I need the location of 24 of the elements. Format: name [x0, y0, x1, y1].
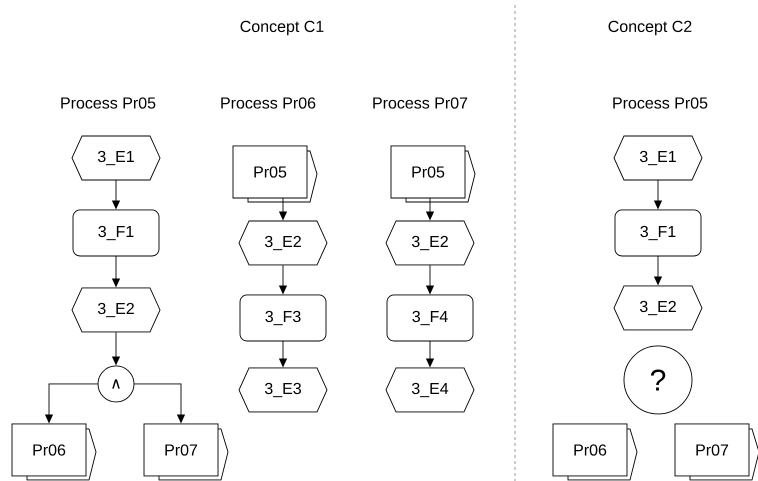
- process-interface: Pr05: [232, 146, 318, 202]
- process-heading: Process Pr07: [373, 97, 468, 109]
- function-box: 3_F1: [614, 210, 702, 256]
- process-heading: Process Pr06: [221, 97, 316, 109]
- process-interface: Pr05: [390, 146, 476, 202]
- function-box: 3_F1: [72, 210, 160, 256]
- event-hexagon: 3_E2: [614, 286, 702, 330]
- process-heading: Process Pr05: [613, 97, 708, 109]
- event-hexagon: 3_E2: [72, 288, 160, 332]
- function-box: 3_F3: [240, 294, 326, 342]
- process-interface: Pr06: [12, 424, 96, 480]
- process-interface: Pr06: [552, 424, 638, 480]
- event-hexagon: 3_E2: [386, 220, 474, 266]
- event-hexagon: 3_E1: [72, 136, 160, 180]
- event-hexagon: 3_E1: [614, 136, 702, 180]
- concept-heading: Concept C1: [240, 20, 324, 36]
- process-heading: Process Pr05: [61, 97, 156, 109]
- event-hexagon: 3_E4: [386, 368, 474, 412]
- event-hexagon: 3_E2: [238, 220, 328, 266]
- process-interface: Pr07: [144, 424, 228, 480]
- process-interface: Pr07: [674, 424, 758, 480]
- event-hexagon: 3_E3: [238, 368, 328, 412]
- concept-heading: Concept C2: [608, 20, 692, 36]
- function-box: 3_F4: [386, 294, 474, 342]
